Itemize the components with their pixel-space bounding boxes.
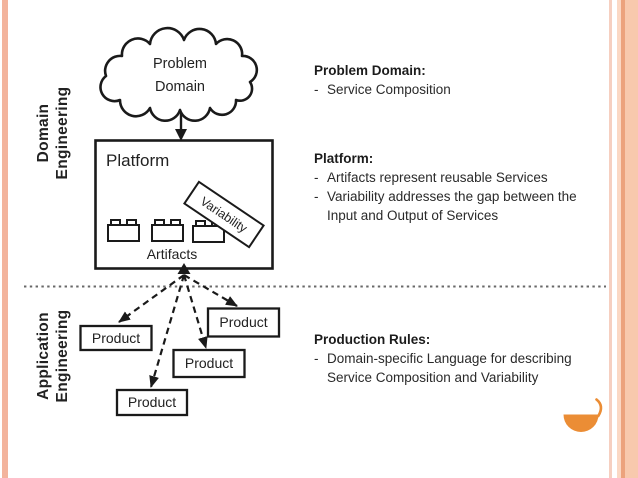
domain-engineering-label: Domain Engineering [35,87,71,180]
oriel-crescent-ornament [563,398,603,432]
left-border-stripe [2,0,8,478]
note-heading: Problem Domain: [314,63,426,78]
note-production-rules: Production Rules: - Domain-specific Lang… [314,330,590,387]
bullet-dash: - [314,82,319,97]
bullet-dash: - [314,351,319,366]
bullet-dash: - [314,170,319,185]
bullet-item: - Variability addresses the gap between … [314,187,590,225]
right-border-stripe-thin [609,0,612,478]
note-problem-domain: Problem Domain: - Service Composition [314,61,590,99]
bullet-text: Service Composition [327,82,451,97]
application-engineering-line1: Application [35,312,52,400]
artifacts-label: Artifacts [147,246,198,262]
cloud-label-line2: Domain [155,79,205,95]
upward-arrowhead [177,263,191,274]
product-label: Product [128,394,176,410]
note-platform: Platform: - Artifacts represent reusable… [314,149,590,225]
product-label: Product [219,314,267,330]
right-border-stripe-wide [625,0,638,478]
bullet-dash: - [314,189,319,204]
product-label: Product [92,330,140,346]
product-arrow [149,274,186,388]
right-border-stripe-dark [621,0,625,478]
product-box: Product [115,388,189,417]
bullet-text: Domain-specific Language for describing … [327,351,572,385]
bullet-item: - Domain-specific Language for describin… [314,349,590,387]
product-arrow [182,274,208,349]
domain-engineering-line2: Engineering [54,87,71,180]
bullet-text: Artifacts represent reusable Services [327,170,548,185]
artifact-brick [151,219,184,242]
domain-engineering-line1: Domain [35,104,52,163]
bullet-item: - Artifacts represent reusable Services [314,168,590,187]
platform-label: Platform [106,151,169,170]
application-engineering-line2: Engineering [54,310,71,403]
bullet-text: Variability addresses the gap between th… [327,189,577,223]
product-label: Product [185,355,233,371]
problem-domain-cloud [99,26,259,123]
cloud-label-line1: Problem [153,56,207,72]
application-engineering-label: Application Engineering [35,310,71,403]
right-border-stripe-light [617,0,621,478]
note-heading: Platform: [314,151,374,166]
bullet-item: - Service Composition [314,80,590,99]
product-box: Product [79,324,153,352]
product-box: Product [172,348,246,379]
product-box: Product [206,307,281,338]
note-heading: Production Rules: [314,332,431,347]
cloud-to-platform-arrow [175,112,187,141]
product-arrows [118,274,238,388]
artifact-brick [107,219,140,242]
product-arrow [118,274,185,323]
platform-box [94,139,274,270]
